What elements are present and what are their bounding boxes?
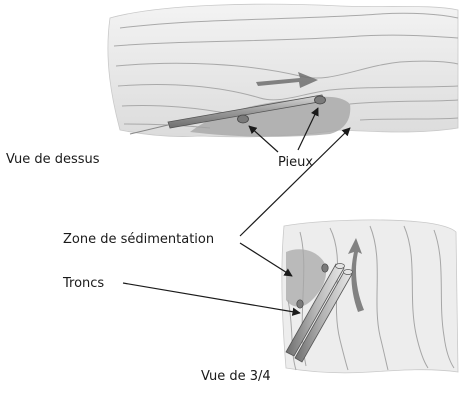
stake-3q-2 (322, 264, 328, 272)
label-three-quarter-view: Vue de 3/4 (201, 370, 271, 383)
leader-zone-top (240, 128, 350, 236)
label-logs: Troncs (63, 277, 104, 290)
label-sediment-zone: Zone de sédimentation (63, 233, 214, 246)
label-top-view: Vue de dessus (6, 153, 100, 166)
stake-3q-1 (297, 300, 303, 308)
leader-troncs (123, 283, 300, 313)
stake-1 (238, 115, 249, 123)
label-stakes: Pieux (278, 156, 313, 169)
three-quarter-view-river (282, 220, 458, 373)
stake-2 (315, 96, 326, 104)
top-view-river (108, 4, 458, 137)
